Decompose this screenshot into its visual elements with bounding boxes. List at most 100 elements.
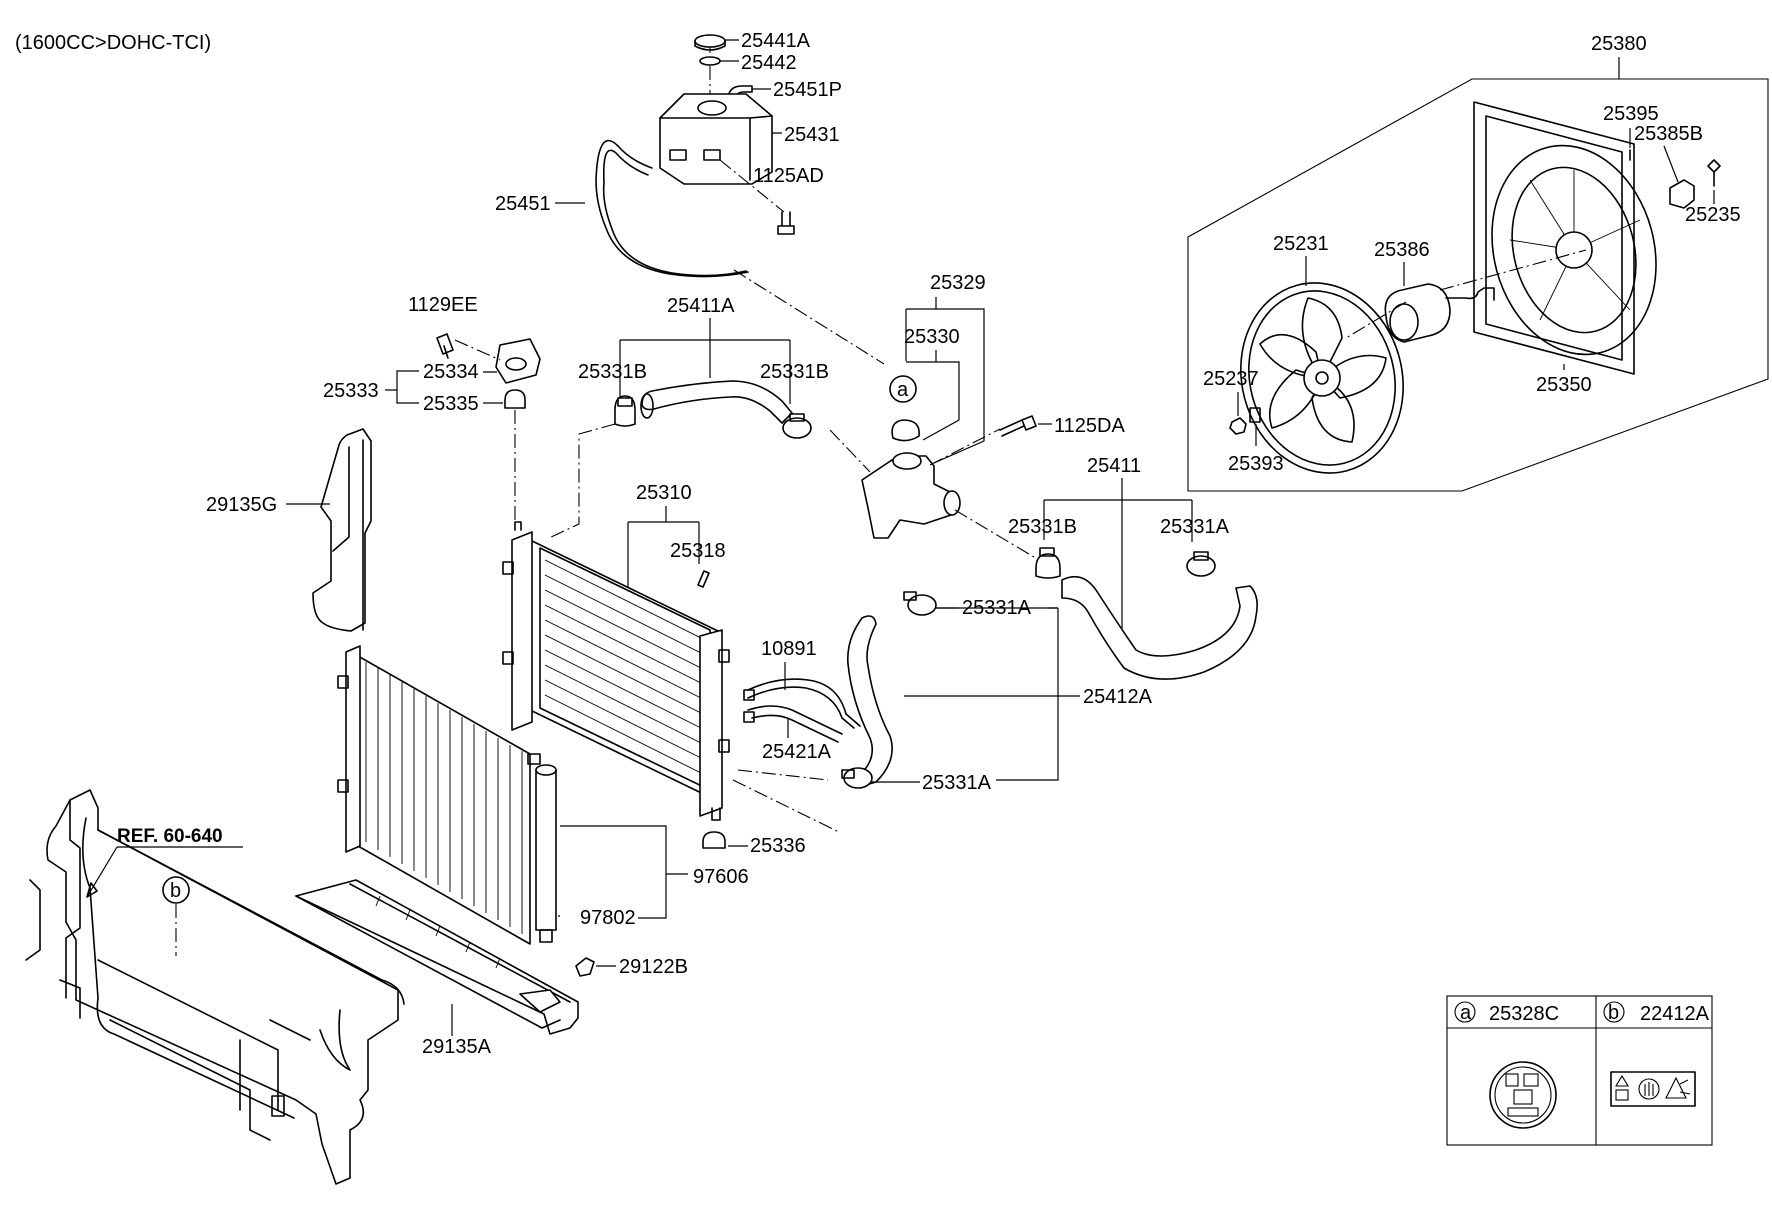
nut-25237-drawing	[1229, 417, 1247, 435]
lower-hose-drawing	[846, 615, 893, 787]
label-25231[interactable]: 25231	[1273, 233, 1329, 255]
label-25395[interactable]: 25395	[1603, 103, 1659, 125]
legend-b-part[interactable]: 22412A	[1640, 1003, 1710, 1025]
label-10891[interactable]: 10891	[761, 638, 817, 660]
insulator-25335-drawing	[504, 389, 526, 409]
label-25331A-right[interactable]: 25331A	[1160, 516, 1230, 538]
resistor-25385B-drawing	[1669, 179, 1695, 209]
legend-b-letter: b	[1608, 1002, 1619, 1024]
cap-label-a-drawing	[1489, 1061, 1557, 1129]
label-25411[interactable]: 25411	[1087, 455, 1141, 477]
oil-cooler-hoses: 10891 25421A	[743, 638, 861, 763]
legend-a-letter: a	[1460, 1002, 1472, 1024]
cap-a-drawing	[891, 419, 920, 442]
clamp-25331A-right-drawing	[1186, 551, 1216, 577]
label-1125AD[interactable]: 1125AD	[753, 165, 824, 187]
shroud-25350-drawing	[1473, 101, 1657, 375]
label-25380[interactable]: 25380	[1591, 33, 1647, 55]
label-25331A-low[interactable]: 25331A	[922, 772, 992, 794]
air-guard-29135G: 29135G	[206, 428, 372, 632]
receiver-drier-drawing	[527, 753, 557, 943]
label-25318[interactable]: 25318	[670, 540, 726, 562]
label-25386[interactable]: 25386	[1374, 239, 1430, 261]
label-25442[interactable]: 25442	[741, 52, 797, 74]
legend-a-part[interactable]: 25328C	[1489, 1003, 1559, 1025]
front-carrier-drawing	[25, 789, 405, 1185]
radiator-group: 25310 25318 25336	[502, 482, 840, 857]
cap-seal-drawing	[699, 56, 721, 66]
legend-table: a 25328C b 22412A	[1446, 995, 1713, 1146]
callout-a[interactable]: a	[897, 379, 909, 401]
label-25329[interactable]: 25329	[930, 272, 986, 294]
label-97802[interactable]: 97802	[580, 907, 636, 929]
bolt-1125AD-drawing	[777, 211, 795, 235]
bolt-1129EE-drawing	[436, 333, 454, 359]
engine-note: (1600CC>DOHC-TCI)	[15, 32, 211, 54]
condenser-core-drawing	[337, 645, 531, 945]
label-25310[interactable]: 25310	[636, 482, 692, 504]
clamp-25331B-mid-drawing	[782, 413, 812, 439]
callout-b[interactable]: b	[170, 880, 181, 902]
label-25451[interactable]: 25451	[495, 193, 551, 215]
reservoir-group: 25441A 25442 25451P 25431 1125AD 25451	[495, 30, 885, 365]
overflow-hose-drawing	[602, 149, 747, 277]
fan-group-frame	[1187, 78, 1769, 492]
radiator-core-drawing	[502, 521, 730, 821]
label-25431[interactable]: 25431	[784, 124, 840, 146]
label-25237[interactable]: 25237	[1203, 368, 1259, 390]
reservoir-tank-drawing	[659, 93, 773, 185]
upper-hose-group: 25411A 25331B 25331B	[548, 295, 829, 539]
label-25330[interactable]: 25330	[904, 326, 960, 348]
label-25441A[interactable]: 25441A	[741, 30, 811, 52]
label-25421A[interactable]: 25421A	[762, 741, 832, 763]
callout-a-circle	[889, 375, 917, 403]
label-29122B[interactable]: 29122B	[619, 956, 688, 978]
ref-60-640[interactable]: REF. 60-640	[117, 826, 223, 847]
label-25451P[interactable]: 25451P	[773, 79, 842, 101]
fan-assembly-group: 25380	[1187, 33, 1769, 492]
thermostat-group: a 25329 25330 1125DA	[829, 272, 1125, 561]
label-25331B-mid[interactable]: 25331B	[760, 361, 829, 383]
clip-25393-drawing	[1249, 407, 1261, 423]
label-25336[interactable]: 25336	[750, 835, 806, 857]
label-25385B[interactable]: 25385B	[1634, 123, 1703, 145]
fan-25231-drawing	[1240, 282, 1404, 474]
label-25350[interactable]: 25350	[1536, 374, 1592, 396]
label-25333[interactable]: 25333	[323, 380, 379, 402]
hose-25421A-drawing	[747, 705, 843, 735]
clip-29122B-drawing	[575, 957, 595, 977]
air-guide-29135A: 29135A 29122B	[295, 879, 688, 1058]
carrier-group: b REF. 60-640	[25, 789, 405, 1185]
condenser-group: 97606 97802	[337, 645, 749, 945]
insulator-25336-drawing	[702, 831, 726, 849]
warning-label-b-drawing	[1610, 1071, 1696, 1107]
hose-25411-drawing	[1061, 575, 1258, 680]
label-25412A[interactable]: 25412A	[1083, 686, 1153, 708]
label-97606[interactable]: 97606	[693, 866, 749, 888]
bolt-25235-drawing	[1707, 159, 1721, 187]
label-25331B-left[interactable]: 25331B	[578, 361, 647, 383]
label-25331B-right[interactable]: 25331B	[1008, 516, 1077, 538]
label-29135A[interactable]: 29135A	[422, 1036, 492, 1058]
label-1129EE[interactable]: 1129EE	[408, 294, 478, 316]
bolt-1125DA-drawing	[999, 415, 1037, 437]
upper-hose-drawing	[641, 380, 793, 424]
motor-25386-drawing	[1384, 283, 1495, 343]
label-29135G[interactable]: 29135G	[206, 494, 277, 516]
label-25335[interactable]: 25335	[423, 393, 479, 415]
drain-plug-drawing	[697, 570, 710, 588]
clamp-25331B-left-drawing	[614, 395, 636, 427]
label-25393[interactable]: 25393	[1228, 453, 1284, 475]
clamp-25331B-right-drawing	[1035, 547, 1061, 579]
callout-b-circle	[162, 876, 190, 904]
clamp-25331A-low-drawing	[841, 767, 873, 789]
label-1125DA[interactable]: 1125DA	[1054, 415, 1125, 437]
label-25411A[interactable]: 25411A	[667, 295, 735, 317]
lower-hose-group: 25331A 25412A 25331A	[841, 591, 1153, 794]
label-25334[interactable]: 25334	[423, 361, 479, 383]
radiator-hose-25411: 25411 25331B 25331A	[1008, 455, 1258, 680]
label-25235[interactable]: 25235	[1685, 204, 1741, 226]
reservoir-cap-drawing	[694, 34, 726, 51]
bracket-25334-drawing	[495, 338, 541, 384]
